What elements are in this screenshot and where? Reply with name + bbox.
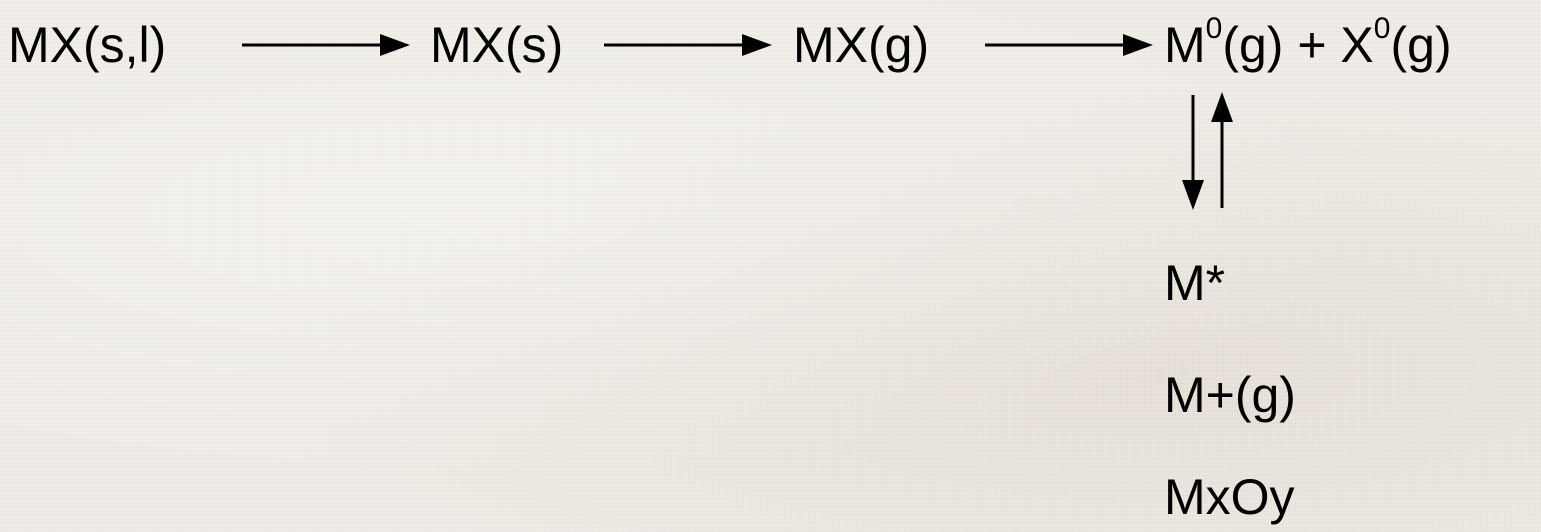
products-middle: (g) + X <box>1222 17 1374 73</box>
m0-superscript: 0 <box>1205 12 1223 45</box>
equilibrium-down-arrow <box>1182 95 1204 210</box>
species-m-ion: M+(g) <box>1164 367 1296 423</box>
species-atoms-m0-x0: M0(g) + X0(g) <box>1164 14 1452 73</box>
species-m-excited: M* <box>1164 255 1226 311</box>
m0-symbol: M <box>1164 17 1206 73</box>
arrow-mx-g-to-atoms <box>985 34 1153 56</box>
species-metal-oxide: MxOy <box>1164 469 1295 525</box>
products-end: (g) <box>1390 17 1452 73</box>
equilibrium-up-arrow <box>1211 92 1233 208</box>
species-mx-gas: MX(g) <box>793 17 930 73</box>
species-mx-solid: MX(s) <box>430 17 564 73</box>
x0-superscript: 0 <box>1373 12 1391 45</box>
arrow-mx-s-to-mx-g <box>604 34 772 56</box>
species-mx-solid-liquid: MX(s,l) <box>8 17 167 73</box>
arrow-mx-sl-to-mx-s <box>242 34 410 56</box>
